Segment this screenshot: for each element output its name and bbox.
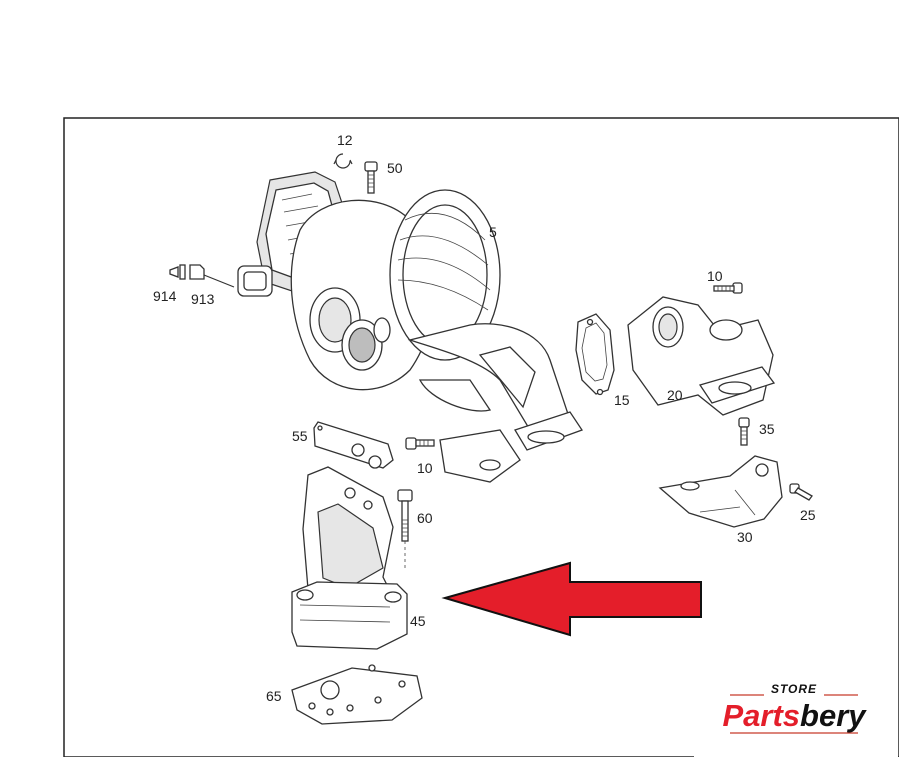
part-label-50: 50 xyxy=(387,160,403,176)
logo-brand-black: bery xyxy=(800,698,867,733)
bolt-part-25 xyxy=(789,483,813,501)
logo-brand: Partsbery xyxy=(722,698,867,733)
bolt-part-35 xyxy=(738,417,750,446)
part-label-15: 15 xyxy=(614,392,630,408)
part-label-65: 65 xyxy=(266,688,282,704)
bracket-part-30 xyxy=(658,455,783,528)
part-label-30: 30 xyxy=(737,529,753,545)
gasket-part-55 xyxy=(313,421,394,469)
circlip-part-12 xyxy=(333,153,353,169)
part-label-45: 45 xyxy=(410,613,426,629)
part-label-10-lower: 10 xyxy=(417,460,433,476)
logo-brand-red: Parts xyxy=(722,698,800,733)
partsbery-logo: STORE Partsbery xyxy=(694,668,898,757)
bolt-part-10-lower xyxy=(405,437,435,450)
part-label-10-upper: 10 xyxy=(707,268,723,284)
part-label-25: 25 xyxy=(800,507,816,523)
gasket-part-15 xyxy=(575,313,615,396)
part-label-914: 914 xyxy=(153,288,177,304)
part-label-35: 35 xyxy=(759,421,775,437)
part-label-20: 20 xyxy=(667,387,683,403)
support-bracket-part-45 xyxy=(291,466,408,650)
logo-store-text: STORE xyxy=(771,682,817,696)
bolt-part-50 xyxy=(364,161,378,194)
exhaust-elbow-part-20 xyxy=(627,296,776,416)
part-label-913: 913 xyxy=(191,291,215,307)
connector-part-913-914 xyxy=(169,264,235,288)
bolt-part-10-upper xyxy=(713,282,743,294)
highlight-arrow xyxy=(441,561,702,637)
part-label-55: 55 xyxy=(292,428,308,444)
gasket-part-65 xyxy=(291,664,423,725)
bolt-part-60 xyxy=(397,489,413,571)
part-label-12: 12 xyxy=(337,132,353,148)
part-label-5: 5 xyxy=(489,224,497,240)
part-label-60: 60 xyxy=(417,510,433,526)
turbocharger-part-5 xyxy=(237,171,583,483)
